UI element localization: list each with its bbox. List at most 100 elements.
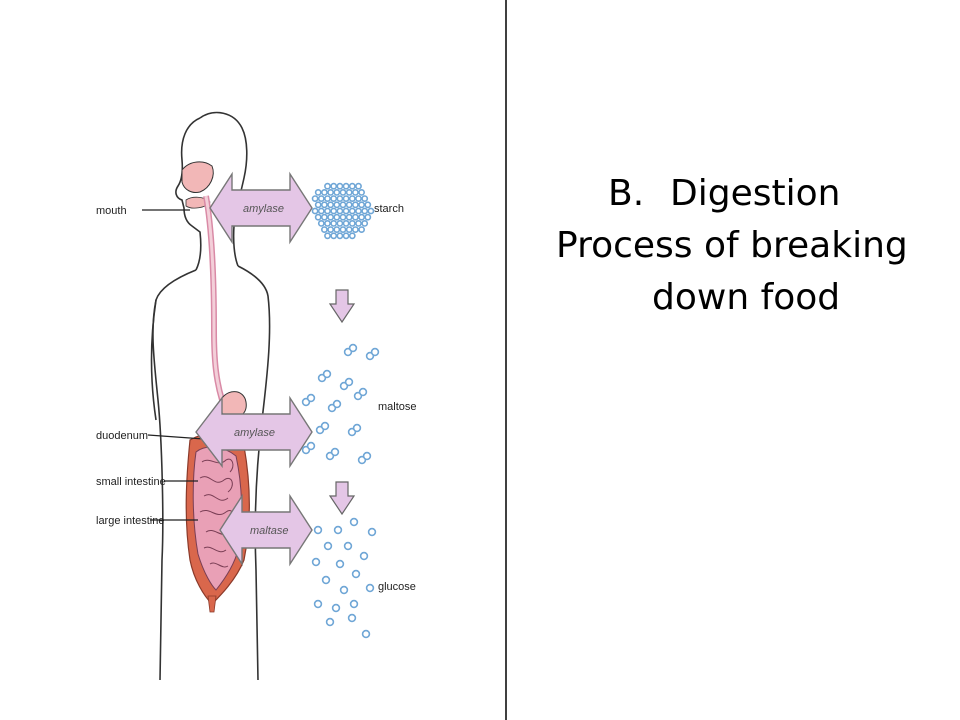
molecule-dot	[339, 585, 349, 595]
molecule-dot	[344, 377, 354, 387]
amylase-label-middle: amylase	[234, 427, 275, 439]
molecule-dot	[320, 213, 328, 221]
molecule-dot	[327, 226, 334, 233]
molecule-dot	[317, 207, 325, 215]
list-marker: B.	[608, 173, 645, 214]
molecule-dot	[336, 207, 344, 215]
heading-row: B. Digestion	[520, 168, 950, 220]
description-line-1: Process of breaking	[556, 225, 908, 266]
molecule-dot	[339, 226, 347, 233]
molecule-dot	[345, 188, 353, 196]
molecule-dot	[320, 421, 330, 431]
molecule-dot	[327, 213, 334, 221]
molecule-dot	[342, 232, 350, 240]
molecule-dot	[348, 219, 356, 227]
glucose-label: glucose	[378, 581, 416, 593]
molecule-dot	[313, 599, 323, 609]
molecule-dot	[351, 213, 359, 221]
molecule-dot	[324, 232, 331, 240]
molecule-dot	[314, 188, 322, 196]
molecule-dot	[359, 551, 369, 561]
molecule-dot	[355, 219, 362, 227]
molecule-dot	[306, 393, 316, 403]
molecule-dot	[364, 201, 372, 209]
molecule-dot	[317, 195, 325, 202]
mouth-label: mouth	[96, 205, 127, 217]
small-intestine-organ	[192, 446, 243, 591]
molecule-dot	[348, 195, 356, 202]
molecule-dot	[320, 188, 328, 196]
starch-label: starch	[374, 203, 404, 215]
molecule-dot	[320, 226, 328, 233]
duodenum-label: duodenum	[96, 430, 148, 442]
molecule-dot	[332, 399, 342, 409]
molecule-dot	[327, 188, 334, 196]
glucose-molecules	[311, 517, 377, 639]
amylase-arrow-middle	[195, 395, 313, 469]
molecule-dot	[333, 201, 341, 209]
molecule-dot	[348, 182, 356, 190]
amylase-label-top: amylase	[243, 203, 284, 215]
molecule-dot	[370, 347, 380, 357]
molecule-dot	[358, 188, 365, 196]
molecule-dot	[352, 423, 362, 433]
molecule-dot	[330, 195, 338, 202]
molecule-dot	[311, 195, 319, 202]
molecule-dot	[339, 201, 347, 209]
molecule-dot	[306, 441, 316, 451]
molecule-dot	[311, 557, 321, 567]
maltose-molecules	[301, 343, 380, 465]
molecule-dot	[347, 613, 357, 623]
molecule-dot	[339, 213, 347, 221]
molecule-dot	[355, 195, 362, 202]
molecule-dot	[333, 188, 341, 196]
molecule-dot	[361, 207, 369, 215]
molecule-dot	[345, 213, 353, 221]
molecule-dot	[361, 219, 369, 227]
molecule-dot	[330, 207, 338, 215]
molecule-dot	[351, 201, 359, 209]
molecule-dot	[358, 387, 368, 397]
molecule-dot	[367, 207, 375, 215]
molecule-dot	[311, 207, 319, 215]
molecule-dot	[336, 219, 344, 227]
molecule-dot	[342, 182, 350, 190]
rectum	[207, 595, 217, 613]
molecule-dot	[320, 201, 328, 209]
molecule-dot	[330, 182, 338, 190]
molecule-dot	[324, 182, 331, 190]
down-arrow-1	[328, 289, 356, 324]
molecule-dot	[358, 213, 365, 221]
molecule-dot	[342, 195, 350, 202]
molecule-dot	[339, 188, 347, 196]
molecule-dot	[342, 219, 350, 227]
molecule-dot	[335, 559, 345, 569]
maltase-label-bottom: maltase	[250, 525, 289, 537]
starch-cluster	[311, 182, 375, 240]
molecule-dot	[349, 599, 359, 609]
molecule-dot	[345, 226, 353, 233]
description-line-2: down food	[652, 277, 841, 318]
molecule-dot	[348, 232, 356, 240]
molecule-dot	[355, 207, 362, 215]
maltase-arrow-bottom	[219, 493, 313, 567]
molecule-dot	[336, 182, 344, 190]
slide-heading: Digestion	[670, 173, 841, 214]
maltose-label: maltose	[378, 401, 417, 413]
molecule-dot	[313, 525, 323, 535]
large-intestine-label: large intestine	[96, 515, 165, 527]
amylase-arrow-top	[209, 171, 313, 245]
molecule-dot	[331, 603, 341, 613]
molecule-dot	[330, 219, 338, 227]
molecule-dot	[333, 213, 341, 221]
molecule-dot	[324, 219, 331, 227]
molecule-dot	[364, 213, 372, 221]
molecule-dot	[321, 575, 331, 585]
molecule-dot	[330, 232, 338, 240]
molecule-dot	[317, 219, 325, 227]
molecule-dot	[342, 207, 350, 215]
molecule-dot	[362, 451, 372, 461]
molecule-dot	[322, 369, 332, 379]
molecule-dot	[361, 629, 371, 639]
